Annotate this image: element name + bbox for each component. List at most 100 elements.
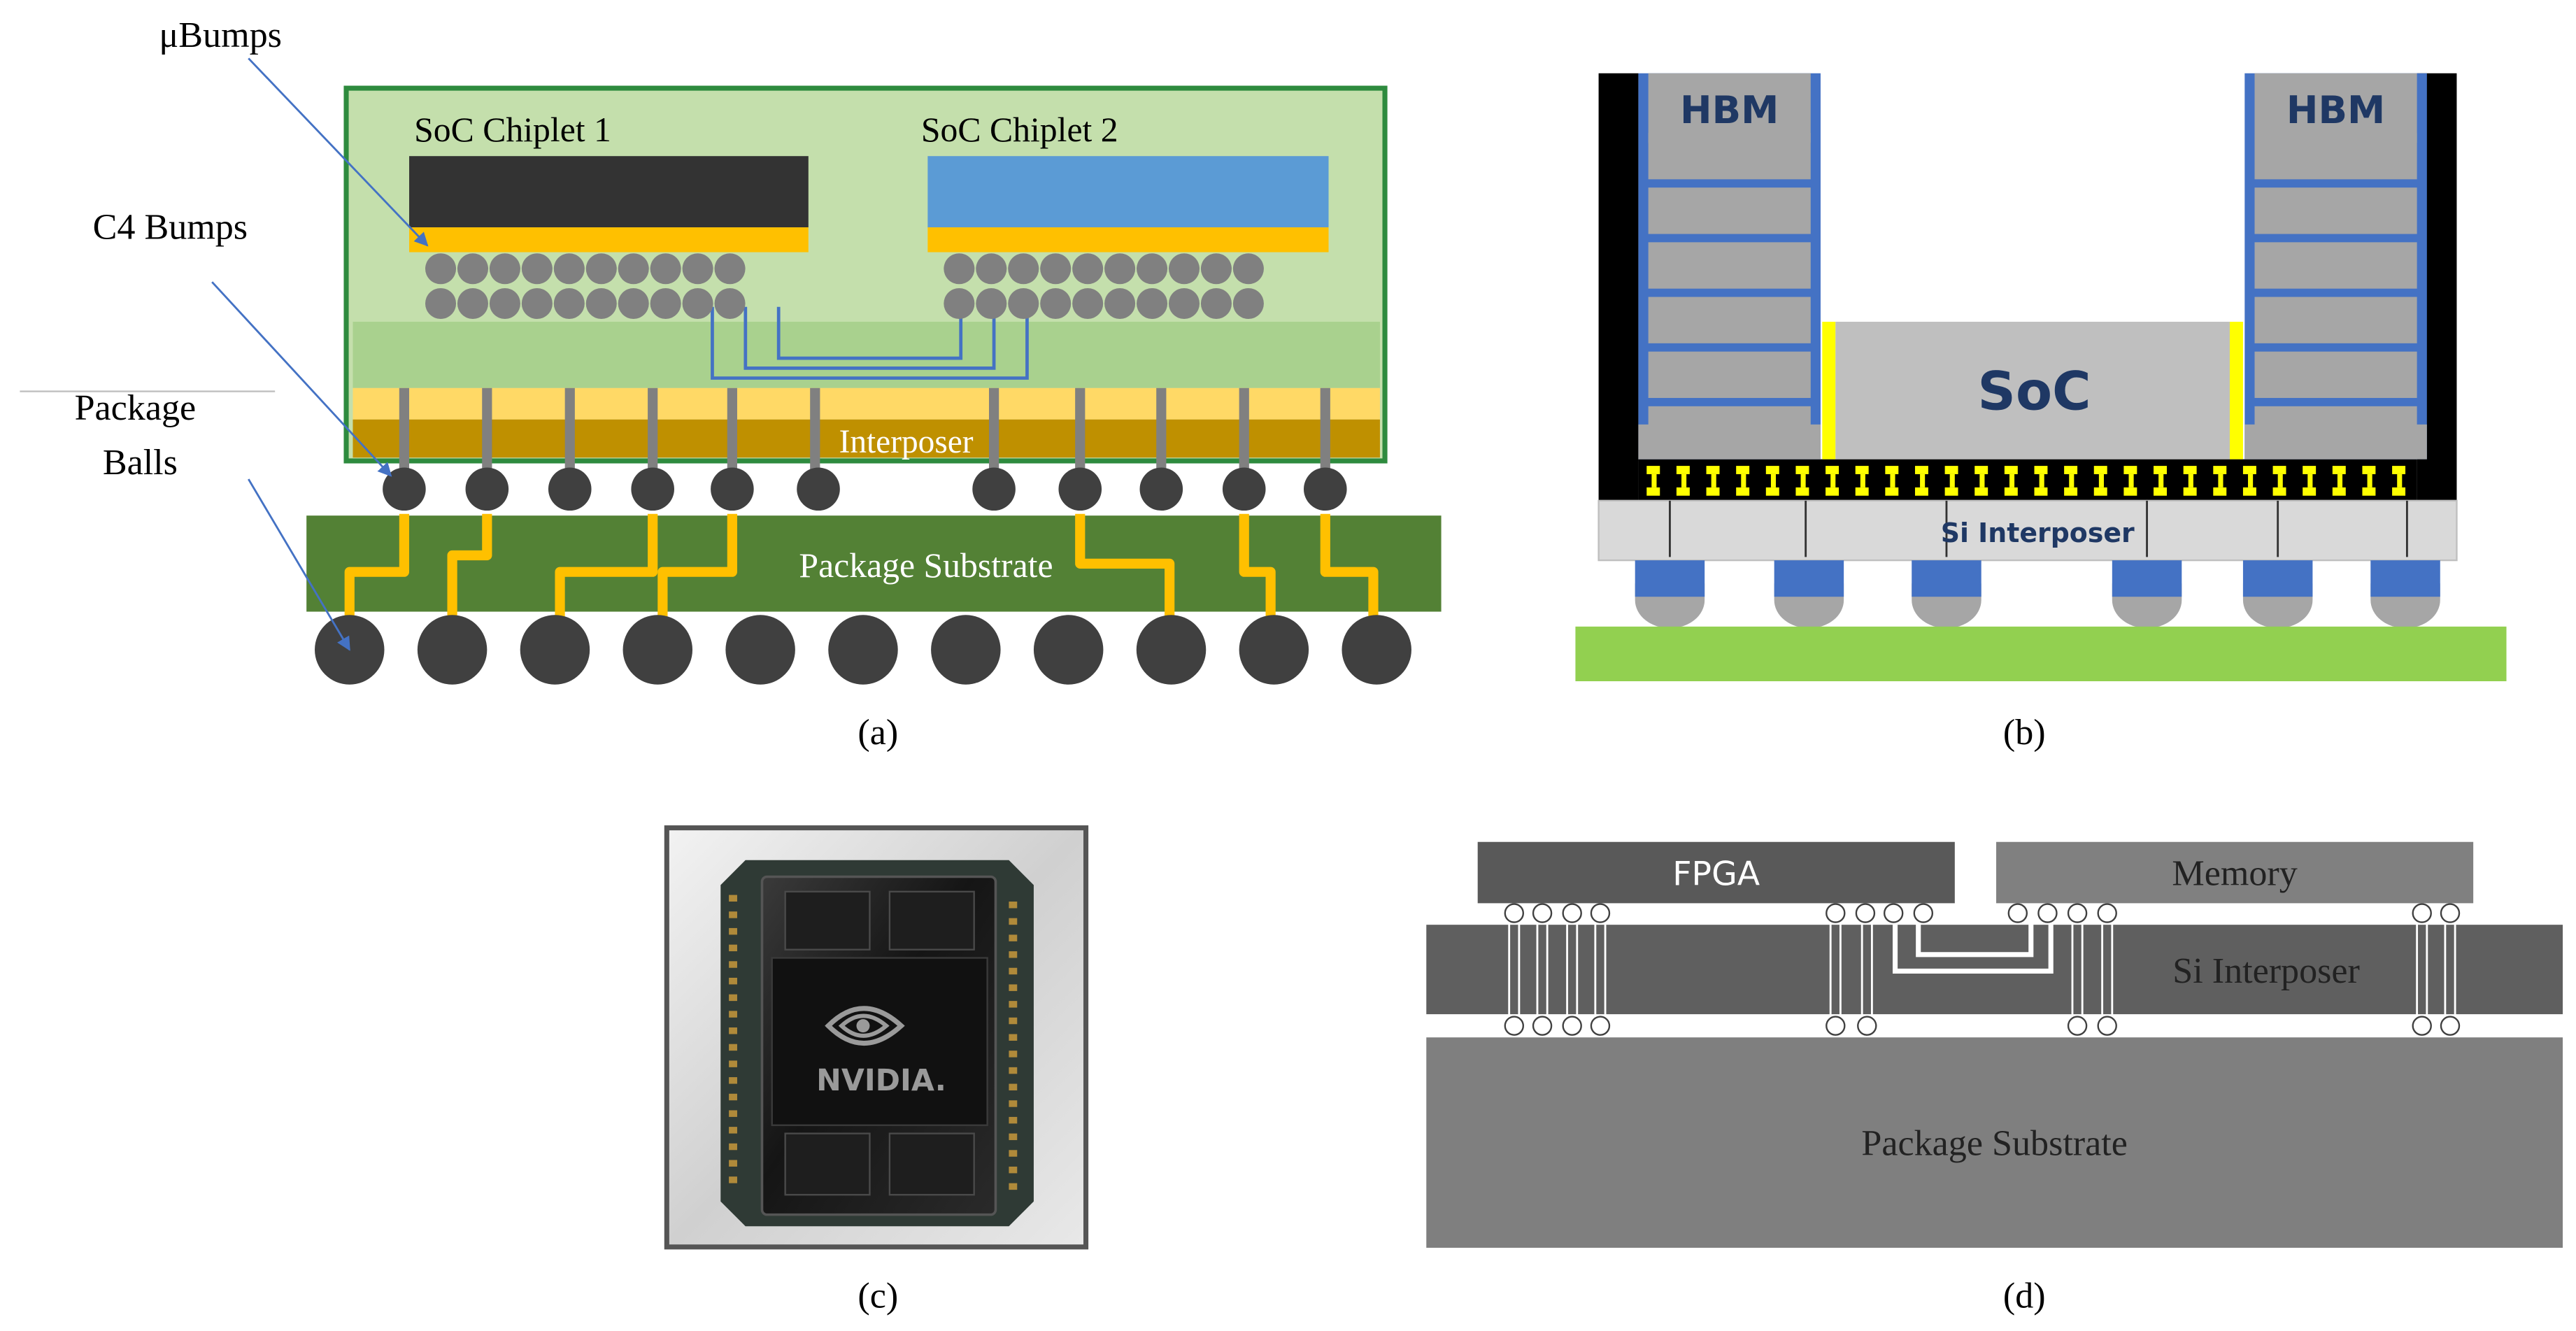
b-bump-pad (2154, 487, 2167, 496)
panel-a-label: (a) (858, 713, 898, 753)
b-bump-pad (1765, 487, 1779, 496)
b-bump-pad (2123, 466, 2137, 474)
hbm-layer (1648, 297, 1811, 343)
carrier-cap (1009, 1017, 1018, 1025)
carrier-cap (729, 994, 737, 1002)
interposer-via (648, 387, 658, 471)
micro-bump (425, 287, 457, 320)
micro-bump (553, 287, 585, 320)
d-c4-bump (2097, 1016, 2117, 1036)
micro-bump (457, 287, 488, 320)
mold-left (1598, 73, 1639, 501)
interposer-via (1156, 387, 1167, 471)
b-bump-pad (1736, 466, 1750, 474)
b-bump-post (1830, 474, 1836, 487)
substrate-label: Package Substrate (799, 546, 1053, 585)
hbm-layer (1648, 351, 1811, 398)
b-bump-pad (2064, 466, 2078, 474)
hbm-tile-top-right (888, 890, 975, 951)
carrier-cap (1009, 1001, 1018, 1008)
b-bump-pad (2183, 466, 2197, 474)
carrier-cap (729, 1143, 737, 1151)
chiplet-1-pad (409, 227, 809, 252)
b-bump-pad (1885, 466, 1899, 474)
carrier-cap (729, 1060, 737, 1067)
micro-bump (1168, 287, 1200, 320)
hbm-layer (2254, 242, 2417, 289)
b-bump-pad (1855, 487, 1869, 496)
interposer-label: Interposer (839, 424, 974, 460)
hbm-stacks (1638, 73, 2427, 460)
memory-label: Memory (2172, 853, 2297, 893)
soc-label: SoC (1977, 361, 2091, 422)
carrier-cap (1009, 1051, 1018, 1058)
micro-bumps (425, 253, 1264, 320)
b-bump-pad (2064, 487, 2078, 496)
d-c4-bump (2412, 1016, 2432, 1036)
b-bump-pad (2362, 487, 2376, 496)
package-ball (725, 615, 795, 685)
b-bump-pad (2123, 487, 2137, 496)
package-ball (1239, 615, 1309, 685)
soc-yellow-right (2229, 322, 2243, 460)
carrier-cap (1009, 1100, 1018, 1107)
carrier-cap (1009, 934, 1018, 941)
hbm-layer (2254, 73, 2417, 143)
b-bump-post (2218, 474, 2223, 487)
carrier-cap (1009, 1166, 1018, 1174)
c4-bump (548, 467, 592, 511)
b-bump-pad (1944, 487, 1958, 496)
carrier-cap (729, 977, 737, 985)
b-bump-post (1651, 474, 1657, 487)
package-ball (828, 615, 898, 685)
package-balls-arrow (248, 478, 350, 651)
b-bump-pad (1736, 487, 1750, 496)
interposer-base-band (353, 419, 1380, 458)
b-bump-pad (2213, 487, 2227, 496)
micro-bump (682, 287, 713, 320)
micro-bump (650, 287, 681, 320)
b-bump-pad (1914, 487, 1928, 496)
b-bump-pad (2004, 466, 2018, 474)
b-bump-pad (2242, 487, 2256, 496)
hbm-layer (2254, 133, 2417, 180)
panel-c-label: (c) (858, 1276, 898, 1316)
micro-bump (1200, 253, 1232, 285)
b-bump-pad (2034, 487, 2048, 496)
micro-bump (425, 253, 457, 285)
carrier-cap (729, 1160, 737, 1167)
d-c4-bump (2067, 1016, 2088, 1036)
b-bump-pad (1944, 466, 1958, 474)
interposer-via (1320, 387, 1330, 471)
b-bump-pad (2303, 487, 2317, 496)
carrier-cap (729, 1127, 737, 1134)
b-bump-post (1890, 474, 1895, 487)
substrate-routing (344, 513, 1379, 643)
micro-bump (650, 253, 681, 285)
carrier-cap (729, 1110, 737, 1117)
b-bump-pad (1885, 487, 1899, 496)
interposer-via (988, 387, 999, 471)
micro-bump (976, 287, 1007, 320)
carrier-cap (1009, 1116, 1018, 1124)
c4-bumps-b (1635, 560, 2440, 629)
d-c4-bump (1857, 1016, 1877, 1036)
b-bump-pad (1974, 466, 1988, 474)
nvidia-logo-text: NVIDIA. (816, 1063, 946, 1098)
b-bump-pad (1765, 466, 1779, 474)
b-bump-pad (2093, 487, 2107, 496)
d-micro-bump (2440, 903, 2461, 923)
package-balls-label-line2: Balls (103, 443, 178, 483)
c4-bump (797, 467, 840, 511)
micro-bump (521, 287, 553, 320)
micro-bump (682, 253, 713, 285)
micro-bump (1072, 287, 1104, 320)
b-c4-pad (1635, 560, 1705, 597)
micro-bump (976, 253, 1007, 285)
c4-bump (711, 467, 754, 511)
hbm-tile-bottom-left (784, 1132, 871, 1196)
package-substrate-label-d: Package Substrate (1861, 1123, 2127, 1163)
d-c4-bump (1826, 1016, 1846, 1036)
micro-bump (457, 253, 488, 285)
hbm-base-die (1638, 424, 1821, 460)
